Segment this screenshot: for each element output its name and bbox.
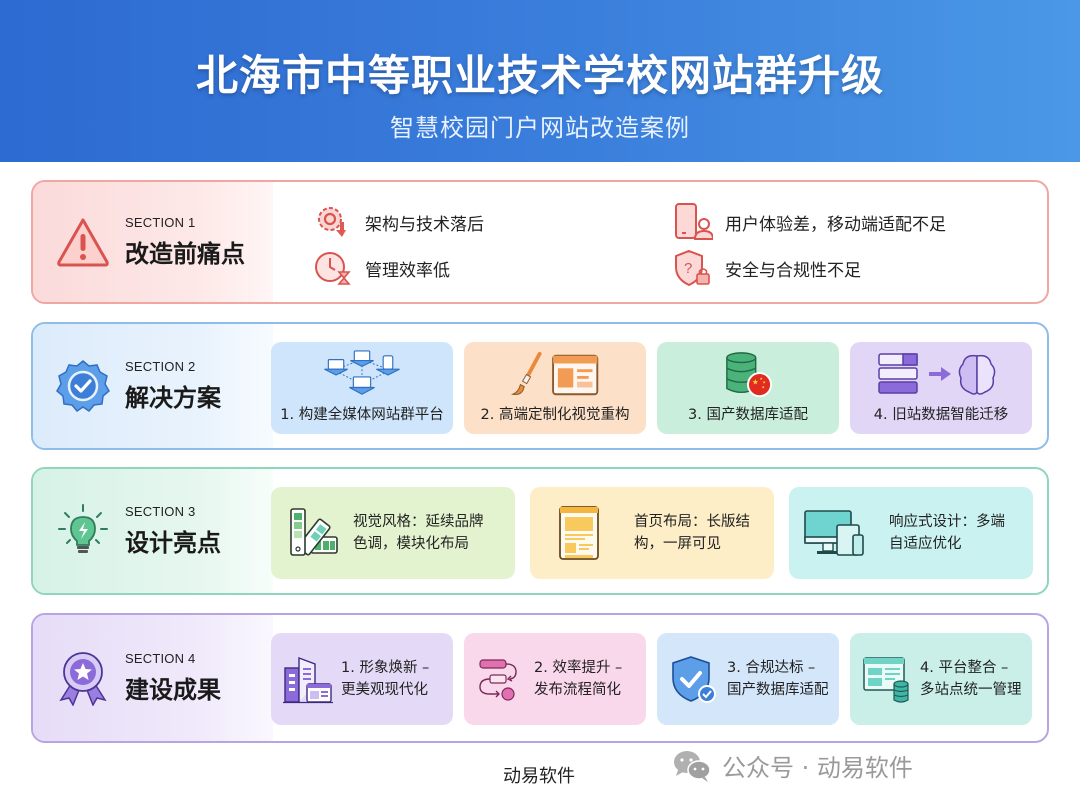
database-china-flag-icon: ★ ★★★ [726, 352, 773, 398]
network-devices-icon [324, 350, 400, 395]
section-title: 改造前痛点 [125, 240, 245, 268]
pain-item-text: 管理效率低 [365, 260, 450, 281]
section-pain-points: SECTION 1 改造前痛点 架构与技术落后 管理效率低 用户体验差，移动端适… [31, 180, 1049, 304]
page-subtitle: 智慧校园门户网站改造案例 [390, 114, 690, 142]
footer-brand: 动易软件 [503, 766, 575, 787]
result-card-text: 2. 效率提升 – 发布流程简化 [534, 657, 622, 701]
section-header: SECTION 3 设计亮点 [33, 469, 273, 593]
result-line: 更美观现代化 [341, 682, 428, 698]
shield-check-icon [672, 656, 716, 703]
pain-item: 架构与技术落后 [313, 202, 484, 242]
lightbulb-icon [58, 504, 108, 553]
pain-item-text: 安全与合规性不足 [725, 260, 861, 281]
result-card: 3. 合规达标 – 国产数据库适配 [657, 633, 839, 725]
result-card: 1. 形象焕新 – 更美观现代化 [271, 633, 453, 725]
highlight-card: 响应式设计：多端 自适应优化 [789, 487, 1033, 579]
highlight-card: 首页布局：长版结 构，一屏可见 [530, 487, 774, 579]
long-page-layout-icon [559, 506, 599, 560]
workflow-icon [479, 659, 517, 701]
page-title: 北海市中等职业技术学校网站群升级 [195, 51, 884, 100]
pain-item: ? 安全与合规性不足 [673, 248, 861, 288]
pain-item: 用户体验差，移动端适配不足 [673, 202, 946, 242]
solution-card-text: 3. 国产数据库适配 [688, 407, 808, 423]
result-card-text: 4. 平台整合 – 多站点统一管理 [920, 657, 1022, 701]
solution-card: 2. 高端定制化视觉重构 [464, 342, 646, 434]
highlight-line: 构，一屏可见 [634, 536, 721, 552]
result-line: 国产数据库适配 [727, 682, 829, 698]
wechat-watermark: 公众号 · 动易软件 [672, 748, 913, 783]
server-to-brain-icon [878, 353, 996, 395]
highlight-line: 色调，模块化布局 [353, 536, 469, 552]
solution-card-text: 4. 旧站数据智能迁移 [873, 407, 1009, 423]
section-title: 解决方案 [125, 384, 221, 412]
section-number: SECTION 2 [125, 359, 196, 374]
section-number: SECTION 3 [125, 504, 196, 519]
section-header: SECTION 4 建设成果 [33, 615, 273, 741]
section-header: SECTION 1 改造前痛点 [33, 182, 273, 302]
section-design-highlights: SECTION 3 设计亮点 视觉风格：延续品牌 色调，模块化布局 [31, 467, 1049, 595]
result-card-text: 3. 合规达标 – 国产数据库适配 [727, 657, 829, 701]
watermark-text: 公众号 · 动易软件 [722, 754, 913, 782]
solution-card: 4. 旧站数据智能迁移 [850, 342, 1032, 434]
svg-text:★: ★ [752, 378, 759, 387]
gear-down-arrow-icon [318, 207, 346, 237]
section-solutions: SECTION 2 解决方案 1. 构建全媒体网站群平台 [31, 322, 1049, 450]
wechat-icon [674, 750, 711, 782]
section-title: 建设成果 [125, 676, 221, 704]
svg-text:?: ? [684, 260, 692, 277]
result-line: 多站点统一管理 [920, 682, 1022, 698]
result-line: 4. 平台整合 – [920, 660, 1009, 676]
result-line: 1. 形象焕新 – [341, 660, 430, 676]
pain-item-text: 架构与技术落后 [365, 214, 484, 235]
dashboard-database-icon [863, 657, 909, 703]
color-palette-swatch-icon [290, 508, 338, 556]
svg-text:★: ★ [760, 376, 764, 381]
section-number: SECTION 4 [125, 651, 196, 666]
award-ribbon-icon [59, 652, 107, 706]
clock-hourglass-icon [315, 252, 351, 285]
warning-triangle-icon [57, 218, 109, 267]
highlight-line: 首页布局：长版结 [634, 514, 750, 530]
section-title: 设计亮点 [125, 529, 221, 557]
result-line: 2. 效率提升 – [534, 660, 623, 676]
building-window-icon [283, 656, 333, 704]
solution-card: ★ ★★★ 3. 国产数据库适配 [657, 342, 839, 434]
highlight-card-text: 视觉风格：延续品牌 色调，模块化布局 [353, 511, 503, 555]
result-card: 4. 平台整合 – 多站点统一管理 [850, 633, 1032, 725]
header-banner: 北海市中等职业技术学校网站群升级 智慧校园门户网站改造案例 [0, 0, 1080, 162]
svg-text:★: ★ [762, 380, 766, 385]
result-line: 发布流程简化 [534, 682, 621, 698]
solution-card-text: 1. 构建全媒体网站群平台 [280, 407, 444, 423]
responsive-devices-icon [804, 510, 864, 556]
result-line: 3. 合规达标 – [727, 660, 816, 676]
verified-badge-icon [56, 360, 110, 412]
solution-card-text: 2. 高端定制化视觉重构 [480, 407, 630, 423]
result-card: 2. 效率提升 – 发布流程简化 [464, 633, 646, 725]
highlight-card-text: 首页布局：长版结 构，一屏可见 [634, 511, 774, 555]
pain-item-text: 用户体验差，移动端适配不足 [725, 214, 946, 235]
solution-card: 1. 构建全媒体网站群平台 [271, 342, 453, 434]
highlight-line: 自适应优化 [889, 536, 962, 552]
section-results: SECTION 4 建设成果 1. 形象焕新 – 更美观现代化 [31, 613, 1049, 743]
section-number: SECTION 1 [125, 215, 196, 230]
highlight-line: 响应式设计：多端 [889, 514, 1005, 530]
section-header: SECTION 2 解决方案 [33, 324, 273, 448]
highlight-line: 视觉风格：延续品牌 [353, 514, 484, 530]
mobile-user-icon [675, 203, 713, 240]
highlight-card: 视觉风格：延续品牌 色调，模块化布局 [271, 487, 515, 579]
svg-text:★: ★ [761, 384, 765, 389]
pain-item: 管理效率低 [313, 248, 450, 288]
result-card-text: 1. 形象焕新 – 更美观现代化 [341, 657, 429, 701]
highlight-card-text: 响应式设计：多端 自适应优化 [889, 511, 1033, 555]
shield-question-lock-icon: ? [675, 249, 710, 287]
paintbrush-layout-icon [510, 351, 599, 396]
